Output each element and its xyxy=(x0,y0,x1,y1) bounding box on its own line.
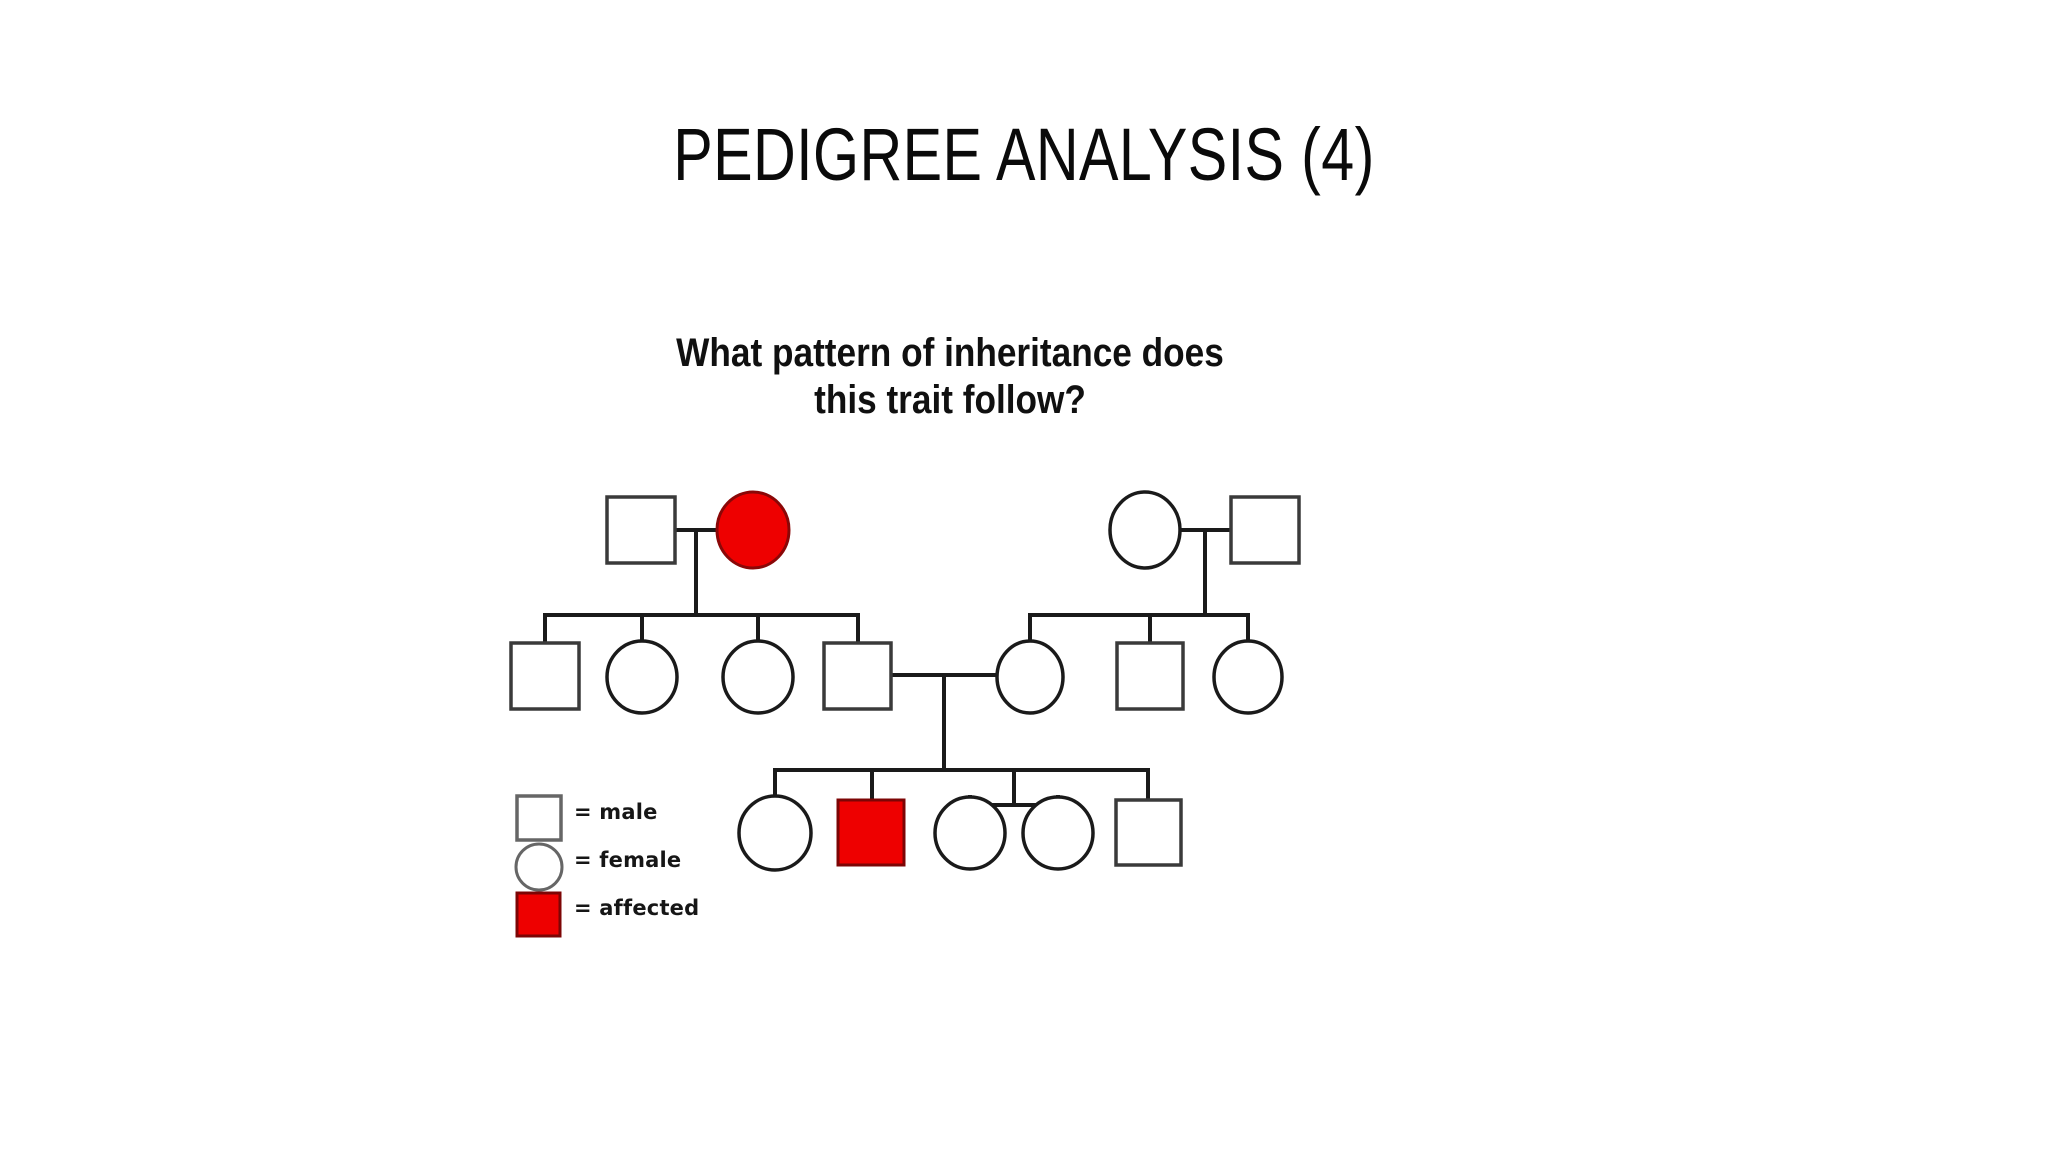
individual-III-2-square-male-affected[interactable] xyxy=(836,798,906,867)
question-text: What pattern of inheritance does this tr… xyxy=(554,330,1346,424)
individual-II-3-circle-female-unaffected[interactable] xyxy=(721,639,795,715)
square-filled-red-icon xyxy=(515,891,562,938)
question-line-2: this trait follow? xyxy=(814,377,1086,422)
legend-item-female: = female xyxy=(512,840,812,892)
question-line-1: What pattern of inheritance does xyxy=(676,331,1224,375)
individual-II-4-square-male-unaffected[interactable] xyxy=(822,641,893,711)
individual-III-3-circle-female-unaffected-twin[interactable] xyxy=(933,795,1007,871)
page-title: PEDIGREE ANALYSIS (4) xyxy=(673,113,1375,196)
generation-3-symbols xyxy=(737,794,1183,872)
legend-item-affected: = affected xyxy=(512,888,812,938)
individual-III-1-circle-female-unaffected[interactable] xyxy=(737,794,813,872)
individual-II-6-square-male-unaffected[interactable] xyxy=(1115,641,1185,711)
individual-II-2-circle-female-unaffected[interactable] xyxy=(605,639,679,715)
individual-III-5-square-male-unaffected[interactable] xyxy=(1114,798,1183,867)
individual-I-1-square-male-unaffected[interactable] xyxy=(605,495,677,565)
legend: = male = female = affected xyxy=(512,792,812,938)
individual-III-4-circle-female-unaffected-twin[interactable] xyxy=(1021,795,1095,871)
legend-label-male: = male xyxy=(574,800,658,824)
generation-1-symbols xyxy=(605,490,1301,570)
individual-I-2-circle-female-affected[interactable] xyxy=(715,490,791,570)
generation-2-symbols xyxy=(509,639,1284,715)
individual-II-7-circle-female-unaffected[interactable] xyxy=(1212,639,1284,715)
individual-II-1-square-male-unaffected[interactable] xyxy=(509,641,581,711)
legend-label-affected: = affected xyxy=(574,896,700,920)
individual-I-4-square-male-unaffected[interactable] xyxy=(1229,495,1301,565)
legend-label-female: = female xyxy=(574,848,682,872)
individual-I-3-circle-female-unaffected[interactable] xyxy=(1108,490,1182,570)
pedigree-figure: What pattern of inheritance does this tr… xyxy=(500,330,1400,980)
circle-outline-icon xyxy=(514,842,564,892)
legend-item-male: = male xyxy=(512,792,812,842)
pedigree-diagram xyxy=(509,490,1301,872)
square-outline-icon xyxy=(515,794,563,842)
individual-II-5-circle-female-unaffected[interactable] xyxy=(995,639,1065,715)
